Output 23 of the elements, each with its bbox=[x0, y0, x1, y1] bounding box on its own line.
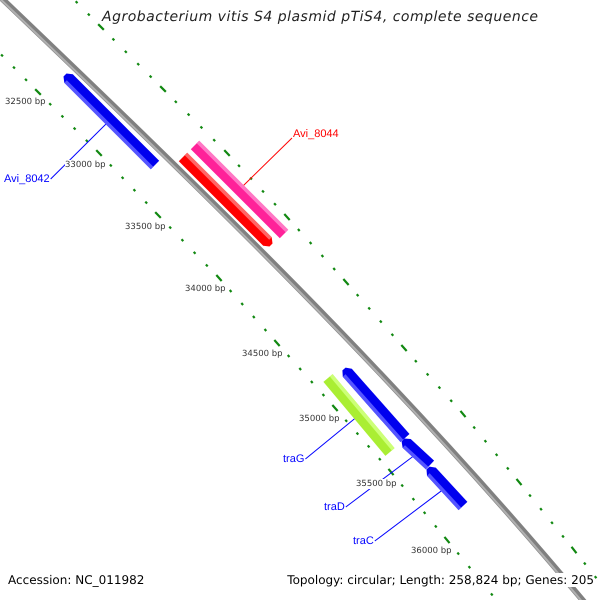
tick-label: 35500 bp bbox=[356, 479, 397, 489]
gene-feature bbox=[178, 152, 272, 246]
gene-feature bbox=[402, 438, 434, 470]
tick-label: 36000 bp bbox=[411, 546, 452, 556]
leader-line bbox=[374, 490, 442, 542]
title: Agrobacterium vitis S4 plasmid pTiS4, complete sequence bbox=[102, 9, 539, 25]
tick-label: 34000 bp bbox=[185, 284, 226, 294]
leader-line bbox=[304, 418, 355, 460]
gene-feature bbox=[426, 466, 468, 510]
tick-label: 33000 bp bbox=[65, 160, 106, 170]
gene-label: Avi_8044 bbox=[293, 128, 339, 140]
tick-label: 35000 bp bbox=[299, 414, 340, 424]
footer-text: Topology: circular; Length: 258,824 bp; Genes: 205 bbox=[287, 573, 594, 587]
tick-label: 32500 bp bbox=[5, 97, 46, 107]
footer-text: Accession: NC_011982 bbox=[8, 573, 144, 587]
gene-label: traC bbox=[353, 535, 374, 547]
tick-label: 34500 bp bbox=[242, 349, 283, 359]
gene-label: traG bbox=[283, 453, 304, 465]
tick-label: 33500 bp bbox=[125, 222, 166, 232]
gene-label: traD bbox=[324, 501, 345, 513]
leader-line bbox=[243, 138, 292, 186]
leader-line bbox=[50, 124, 106, 180]
gene-label: Avi_8042 bbox=[4, 173, 50, 185]
